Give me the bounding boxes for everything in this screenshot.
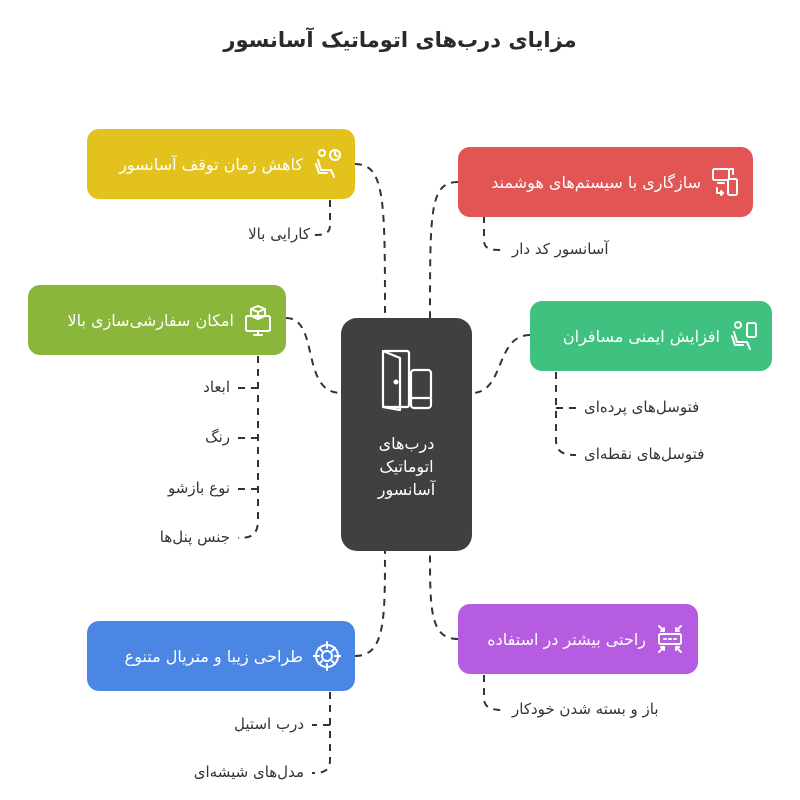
branch-card-comfort: راحتی بیشتر در استفاده [458, 604, 698, 674]
sub-item-safety-1: فتوسل‌های پرده‌ای [584, 398, 700, 416]
connector-custom [285, 317, 342, 394]
connector-safety [471, 334, 531, 394]
branch-card-custom: امکان سفارشی‌سازی بالا [28, 285, 286, 355]
sub-connector-smart [483, 216, 503, 251]
sub-item-custom-1: ابعاد [203, 378, 230, 396]
sub-item-idle-1: کارایی بالا [248, 225, 310, 243]
branch-label-safety: افزایش ایمنی مسافران [562, 326, 720, 346]
seat-clock-icon [315, 149, 341, 178]
door-arrows-icon [658, 625, 682, 653]
monitor-box-icon [245, 305, 271, 336]
devices-sync-icon [712, 168, 738, 196]
sub-connector-idle [311, 200, 331, 236]
sub-item-custom-3: نوع بازشو [168, 479, 230, 497]
page-title: مزایای درب‌های اتوماتیک آسانسور [223, 28, 577, 52]
branch-label-comfort: راحتی بیشتر در استفاده [487, 629, 646, 649]
sub-item-safety-2: فتوسل‌های نقطه‌ای [584, 445, 705, 463]
sub-item-comfort-1: باز و بسته شدن خودکار [512, 700, 659, 718]
sub-connector-comfort [483, 675, 503, 711]
passenger-seat-icon [731, 321, 757, 350]
connector-smart [429, 181, 459, 319]
sub-item-custom-2: رنگ [205, 428, 230, 446]
center-label: درب‌های اتوماتیک آسانسور [377, 434, 436, 500]
branch-label-idle: کاهش زمان توقف آسانسور [119, 154, 303, 174]
connector-idle [354, 163, 386, 319]
connector-design [354, 550, 386, 657]
sub-item-smart-1: آسانسور کد دار [512, 240, 609, 258]
target-icon [313, 641, 341, 671]
branch-label-custom: امکان سفارشی‌سازی بالا [67, 310, 234, 330]
door-icon [381, 349, 432, 412]
sub-item-custom-4: جنس پنل‌ها [159, 528, 230, 546]
branch-card-safety: افزایش ایمنی مسافران [530, 301, 772, 371]
branch-label-smart: سازگاری با سیستم‌های هوشمند [491, 172, 701, 192]
sub-connector-design [311, 692, 331, 774]
sub-item-design-2: مدل‌های شیشه‌ای [193, 763, 304, 781]
sub-connector-safety [555, 372, 577, 456]
center-node: درب‌های اتوماتیک آسانسور [341, 318, 472, 551]
branch-card-smart: سازگاری با سیستم‌های هوشمند [458, 147, 753, 217]
branch-card-design: طراحی زیبا و متریال متنوع [87, 621, 355, 691]
sub-item-design-1: درب استیل [234, 715, 304, 733]
connector-comfort [429, 550, 459, 640]
sub-connector-custom [237, 356, 259, 539]
branch-label-design: طراحی زیبا و متریال متنوع [124, 646, 303, 666]
branch-card-idle: کاهش زمان توقف آسانسور [87, 129, 355, 199]
